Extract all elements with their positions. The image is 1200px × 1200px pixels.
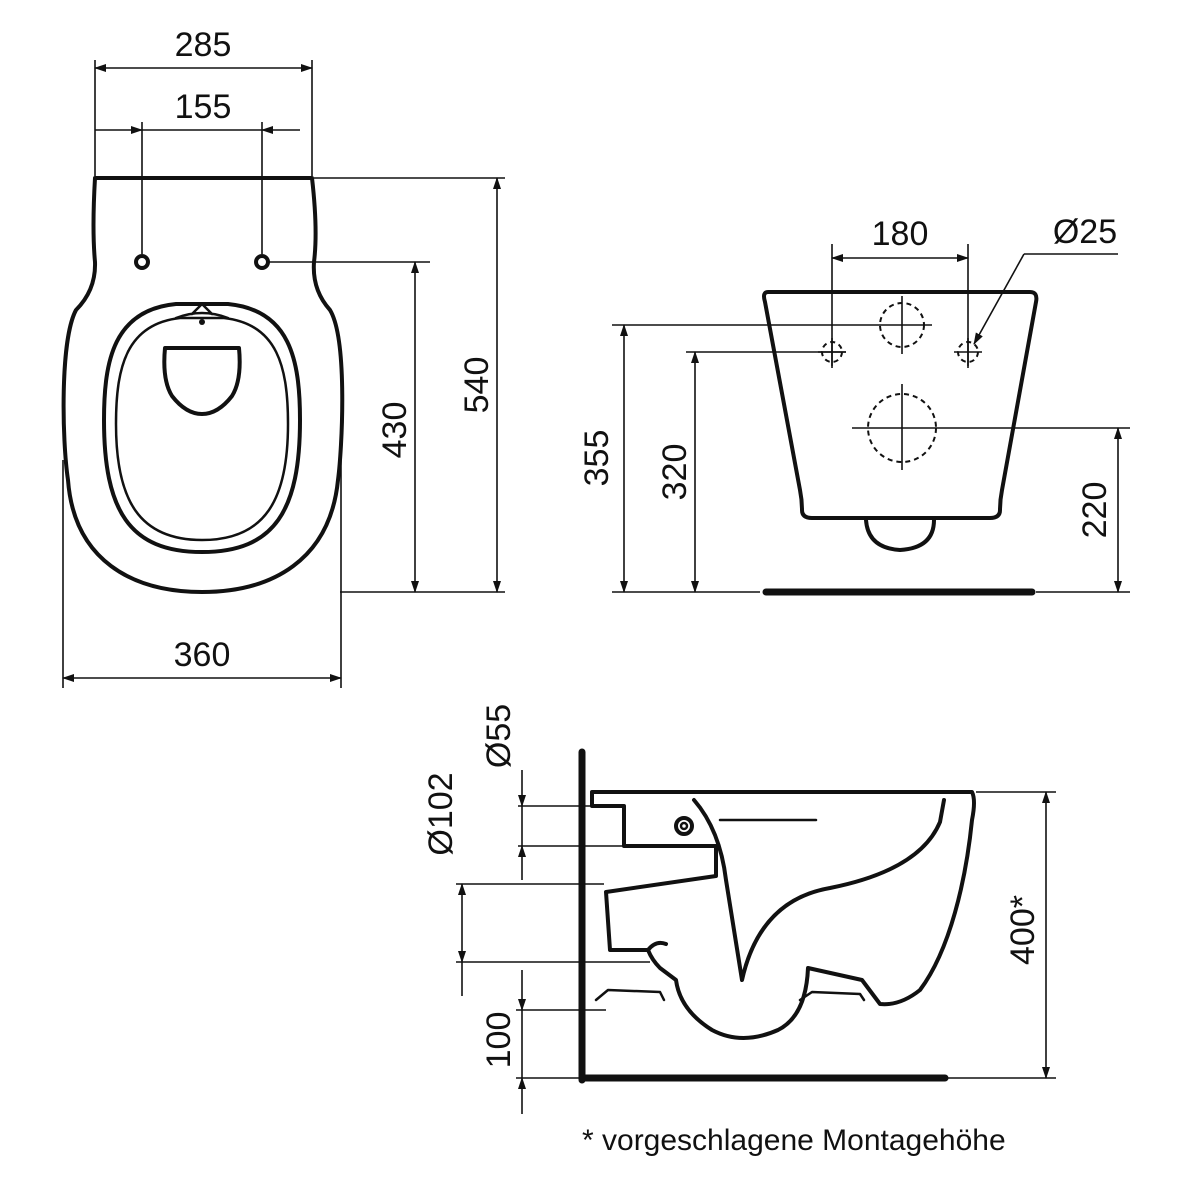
dim-length-to-holes: 430: [376, 402, 414, 459]
fixing-hole-left: [134, 254, 150, 270]
dim-outlet-diameter: Ø102: [422, 772, 460, 855]
bowl-side-outline: [590, 790, 976, 1040]
side-view: Ø55 Ø102 100 400*: [422, 704, 1056, 1114]
bowl-opening: [162, 346, 242, 416]
inlet-connection: [674, 816, 694, 836]
dim-outlet-height: 220: [1076, 482, 1114, 539]
dim-width-top: 285: [175, 26, 232, 64]
inlet-connection-inner: [679, 821, 689, 831]
outlet-nub: [864, 518, 936, 552]
bowl-inner: [692, 798, 946, 982]
dim-hole-spacing: 155: [175, 88, 232, 126]
hinge-dot: [199, 319, 205, 325]
dim-hole-diameter: Ø25: [1053, 213, 1117, 251]
dim-floor-to-outlet: 100: [480, 1012, 518, 1069]
dim-mounting-height: 400*: [1004, 895, 1042, 965]
outlet-pipe: [646, 940, 668, 952]
top-view: 285 155 430 540 360: [61, 26, 505, 688]
fixing-hole-right: [254, 254, 270, 270]
dim-inlet-height: 355: [578, 430, 616, 487]
seat-inner-outline: [114, 316, 290, 542]
dim-max-width: 360: [174, 636, 231, 674]
dim-total-length: 540: [458, 357, 496, 414]
seat-outline: [102, 302, 302, 554]
footnote: * vorgeschlagene Montagehöhe: [582, 1124, 1006, 1157]
rear-view: 180 Ø25 355 320 220: [578, 213, 1130, 596]
dim-inlet-diameter: Ø55: [480, 704, 518, 768]
bracket-left: [594, 988, 666, 1002]
rear-body-outline: [762, 290, 1039, 520]
bowl-top-outline: [61, 176, 345, 594]
seat-hinge: [174, 302, 230, 320]
dim-rear-hole-spacing: 180: [872, 215, 929, 253]
bracket-right: [798, 990, 866, 1002]
dim-bolt-height: 320: [656, 444, 694, 501]
